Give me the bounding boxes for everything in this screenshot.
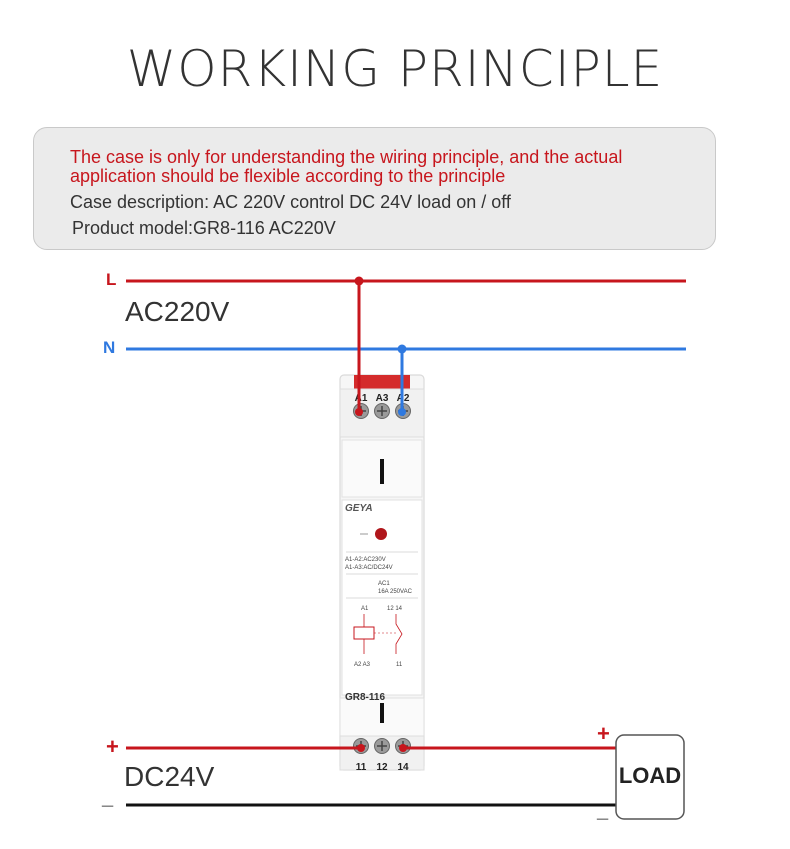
load-box [615,734,685,820]
terminal-label-a3: A3 [376,393,389,404]
brand-logo: GEYA [345,503,373,514]
screw-a3 [374,403,390,419]
label-dc-plus-right: + [597,721,610,746]
screw-12 [374,738,390,754]
load-label: LOAD [618,763,682,788]
spec-line2: A1-A3:AC/DC24V [345,565,393,571]
terminal-label-a1: A1 [355,393,368,404]
spec-line1: A1-A2:AC230V [345,557,386,563]
relay-top-cap [354,375,410,389]
contact-symbol [395,614,403,654]
schematic-1214: 12 14 [387,606,403,612]
status-led [375,528,387,540]
junction-n [397,344,407,354]
model-label: GR8-116 [345,692,385,703]
schematic-11: 11 [396,662,403,668]
junction-a1 [355,408,363,416]
label-dc-minus-right: _ [597,800,609,822]
warning-text: The case is only for understanding the w… [70,147,623,186]
label-n: N [103,338,116,357]
junction-14 [399,744,407,752]
terminal-label-12: 12 [376,762,388,773]
case-description: Case description: AC 220V control DC 24V… [70,192,511,212]
schematic-a1: A1 [361,606,369,612]
contact-rating2: 16A 250VAC [378,589,413,595]
junction-a2 [398,408,406,416]
din-slot-bottom [380,703,384,723]
label-ac220v: AC220V [125,296,230,327]
terminal-label-14: 14 [397,762,409,773]
terminal-label-11: 11 [356,762,367,773]
label-dc-minus-left: _ [102,787,114,809]
label-l: L [106,270,117,289]
din-slot-top [380,459,384,484]
product-model: Product model:GR8-116 AC220V [72,218,336,238]
junction-l [354,276,364,286]
label-dc-plus-left: + [106,734,119,759]
contact-rating1: AC1 [378,581,390,587]
label-dc24v: DC24V [124,761,215,792]
page-title: WORKING PRINCIPLE [126,40,664,98]
junction-11 [357,744,365,752]
schematic-a2a3: A2 A3 [354,662,371,668]
relay-module [339,374,425,771]
note-box: The case is only for understanding the w… [33,127,716,250]
